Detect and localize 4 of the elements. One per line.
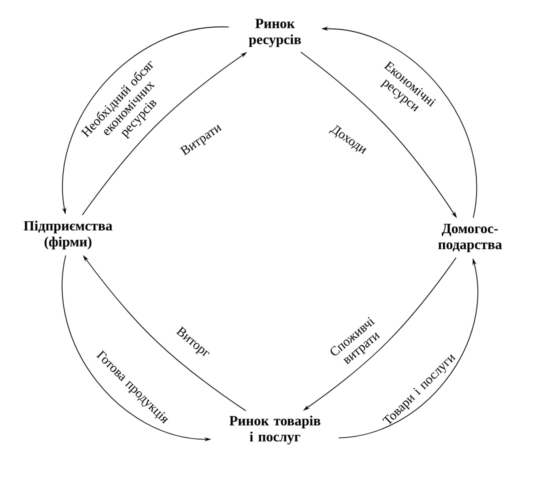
node-label: Домогос- подарства [438,224,502,252]
node-label: Ринок ресурсів [248,18,301,48]
node-label: Ринок товарів і послуг [229,416,320,444]
node-label: Підприємства (фірми) [24,220,112,250]
